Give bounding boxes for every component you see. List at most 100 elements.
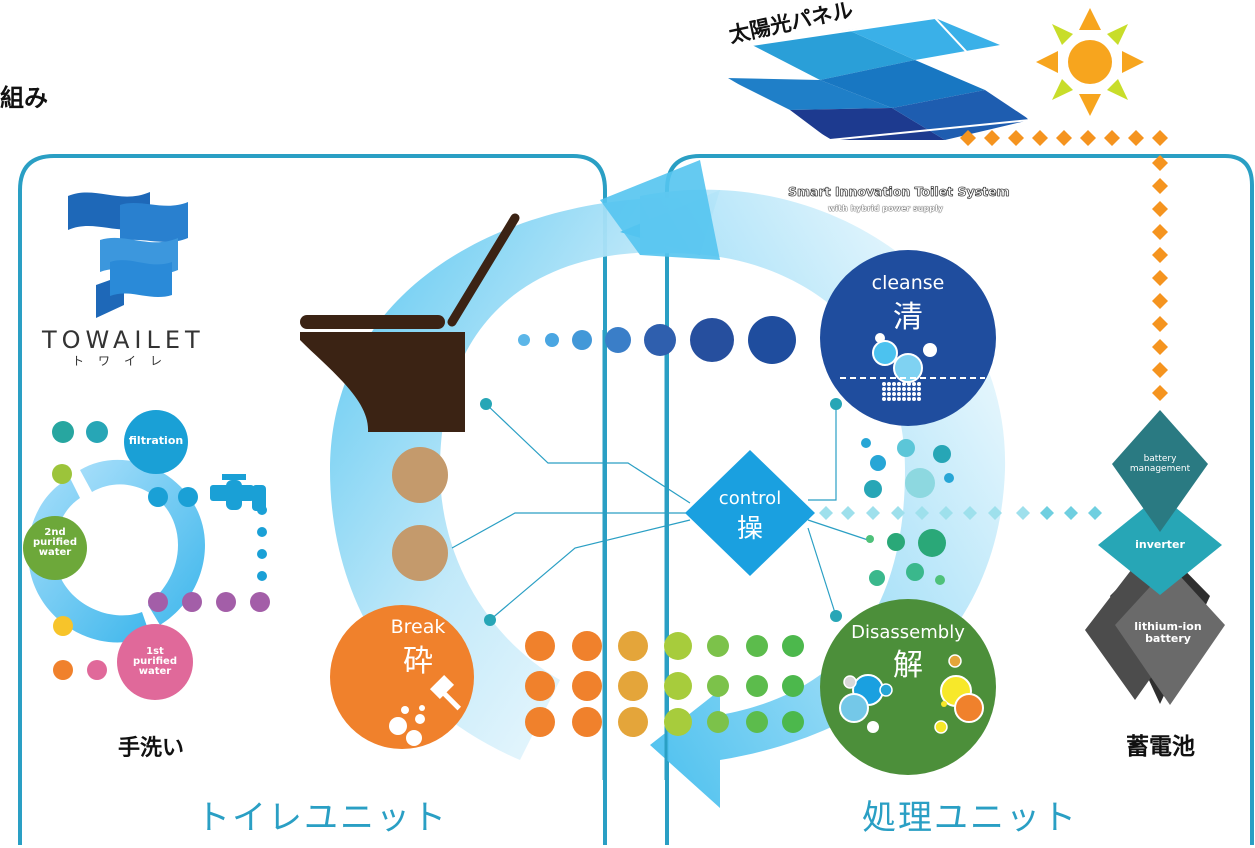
filter-dot (912, 397, 916, 401)
filter-dot (897, 382, 901, 386)
filter-dot (907, 382, 911, 386)
solar-dot (1152, 293, 1168, 309)
particle-dot (572, 671, 602, 701)
control-connectors (451, 403, 869, 621)
inverter-label: inverter (1135, 538, 1185, 551)
brand-name: TOWAILET (42, 326, 205, 354)
break-ja-label: 砕 (403, 644, 433, 679)
power-link-dot (939, 506, 953, 520)
brand-kana: トワイレ (72, 354, 177, 368)
power-link-dot (819, 506, 833, 520)
cleanse-ja-label: 清 (893, 300, 923, 335)
break-en-label: Break (390, 616, 446, 638)
power-link-dot (1016, 506, 1030, 520)
power-link-dot (1064, 506, 1078, 520)
power-stack (1085, 410, 1225, 705)
break-stage (330, 605, 474, 749)
solar-dot (1128, 130, 1144, 146)
particle-dot (707, 675, 729, 697)
solar-dot (1152, 247, 1168, 263)
filter-dot (882, 382, 886, 386)
disassembly-en-label: Disassembly (851, 622, 965, 643)
filter-dot (892, 397, 896, 401)
filter-dot (882, 397, 886, 401)
blue-dot-trail (518, 316, 796, 364)
particle-dot (707, 711, 729, 733)
solar-dot (984, 130, 1000, 146)
power-link-dot (866, 506, 880, 520)
solar-dot (1152, 155, 1168, 171)
particle-dot (746, 635, 768, 657)
particle-dot (782, 711, 804, 733)
solar-dot (1032, 130, 1048, 146)
solar-dot (1152, 362, 1168, 378)
power-link-dot (841, 506, 855, 520)
particle-dot (664, 672, 692, 700)
solar-dot (1008, 130, 1024, 146)
page-title: 組み (0, 84, 48, 112)
solar-panel-icon (725, 16, 1033, 142)
filter-dot (887, 397, 891, 401)
filter-dot (902, 397, 906, 401)
filter-dot (902, 387, 906, 391)
power-link-dot (988, 506, 1002, 520)
particle-dot (782, 675, 804, 697)
solar-dot (1152, 339, 1168, 355)
power-link-dot (1040, 506, 1054, 520)
particle-dot (664, 632, 692, 660)
solar-dot (1152, 201, 1168, 217)
particle-dot (572, 707, 602, 737)
particle-dot (746, 711, 768, 733)
hand-wash-label: 手洗い (118, 736, 185, 761)
filter-dot (917, 392, 921, 396)
filter-dot (912, 392, 916, 396)
storage-battery-label: 蓄電池 (1126, 734, 1195, 760)
processing-bubbles (861, 438, 954, 586)
filter-dot (917, 397, 921, 401)
filter-dot (907, 397, 911, 401)
filter-dot (912, 382, 916, 386)
particle-flow (525, 631, 804, 737)
filter-dot (887, 387, 891, 391)
system-subtitle: with hybrid power supply (828, 204, 943, 213)
filter-dot (897, 397, 901, 401)
filter-dot (912, 387, 916, 391)
filter-dot (882, 392, 886, 396)
power-link-dot (963, 506, 977, 520)
particle-dot (525, 707, 555, 737)
system-name: Smart Innovation Toilet System (788, 184, 1010, 200)
filter-dot (882, 387, 886, 391)
filter-dot (902, 392, 906, 396)
processing-unit-label: 処理ユニット (862, 798, 1078, 838)
solar-power-line (960, 130, 1168, 401)
faucet-icon (210, 474, 266, 511)
particle-dot (664, 708, 692, 736)
particle-dot (782, 635, 804, 657)
control-en-label: control (718, 488, 782, 509)
solar-dot (1152, 178, 1168, 194)
filter-dot (897, 392, 901, 396)
power-link-dot (915, 506, 929, 520)
filtration-label: filtration (128, 434, 184, 447)
filter-dot (917, 382, 921, 386)
power-link-dot (891, 506, 905, 520)
particle-dot (525, 631, 555, 661)
particle-dot (525, 671, 555, 701)
towailet-logo-icon (68, 192, 188, 318)
filter-dot (907, 392, 911, 396)
filter-dot (917, 387, 921, 391)
filter-dot (892, 387, 896, 391)
filter-dot (887, 382, 891, 386)
toilet-unit-frame (18, 154, 607, 845)
solar-dot (1152, 130, 1168, 146)
control-stage (685, 450, 815, 576)
filter-dot (902, 382, 906, 386)
cleanse-stage (820, 250, 996, 426)
cleanse-en-label: cleanse (871, 272, 945, 294)
disassembly-ja-label: 解 (893, 648, 923, 683)
